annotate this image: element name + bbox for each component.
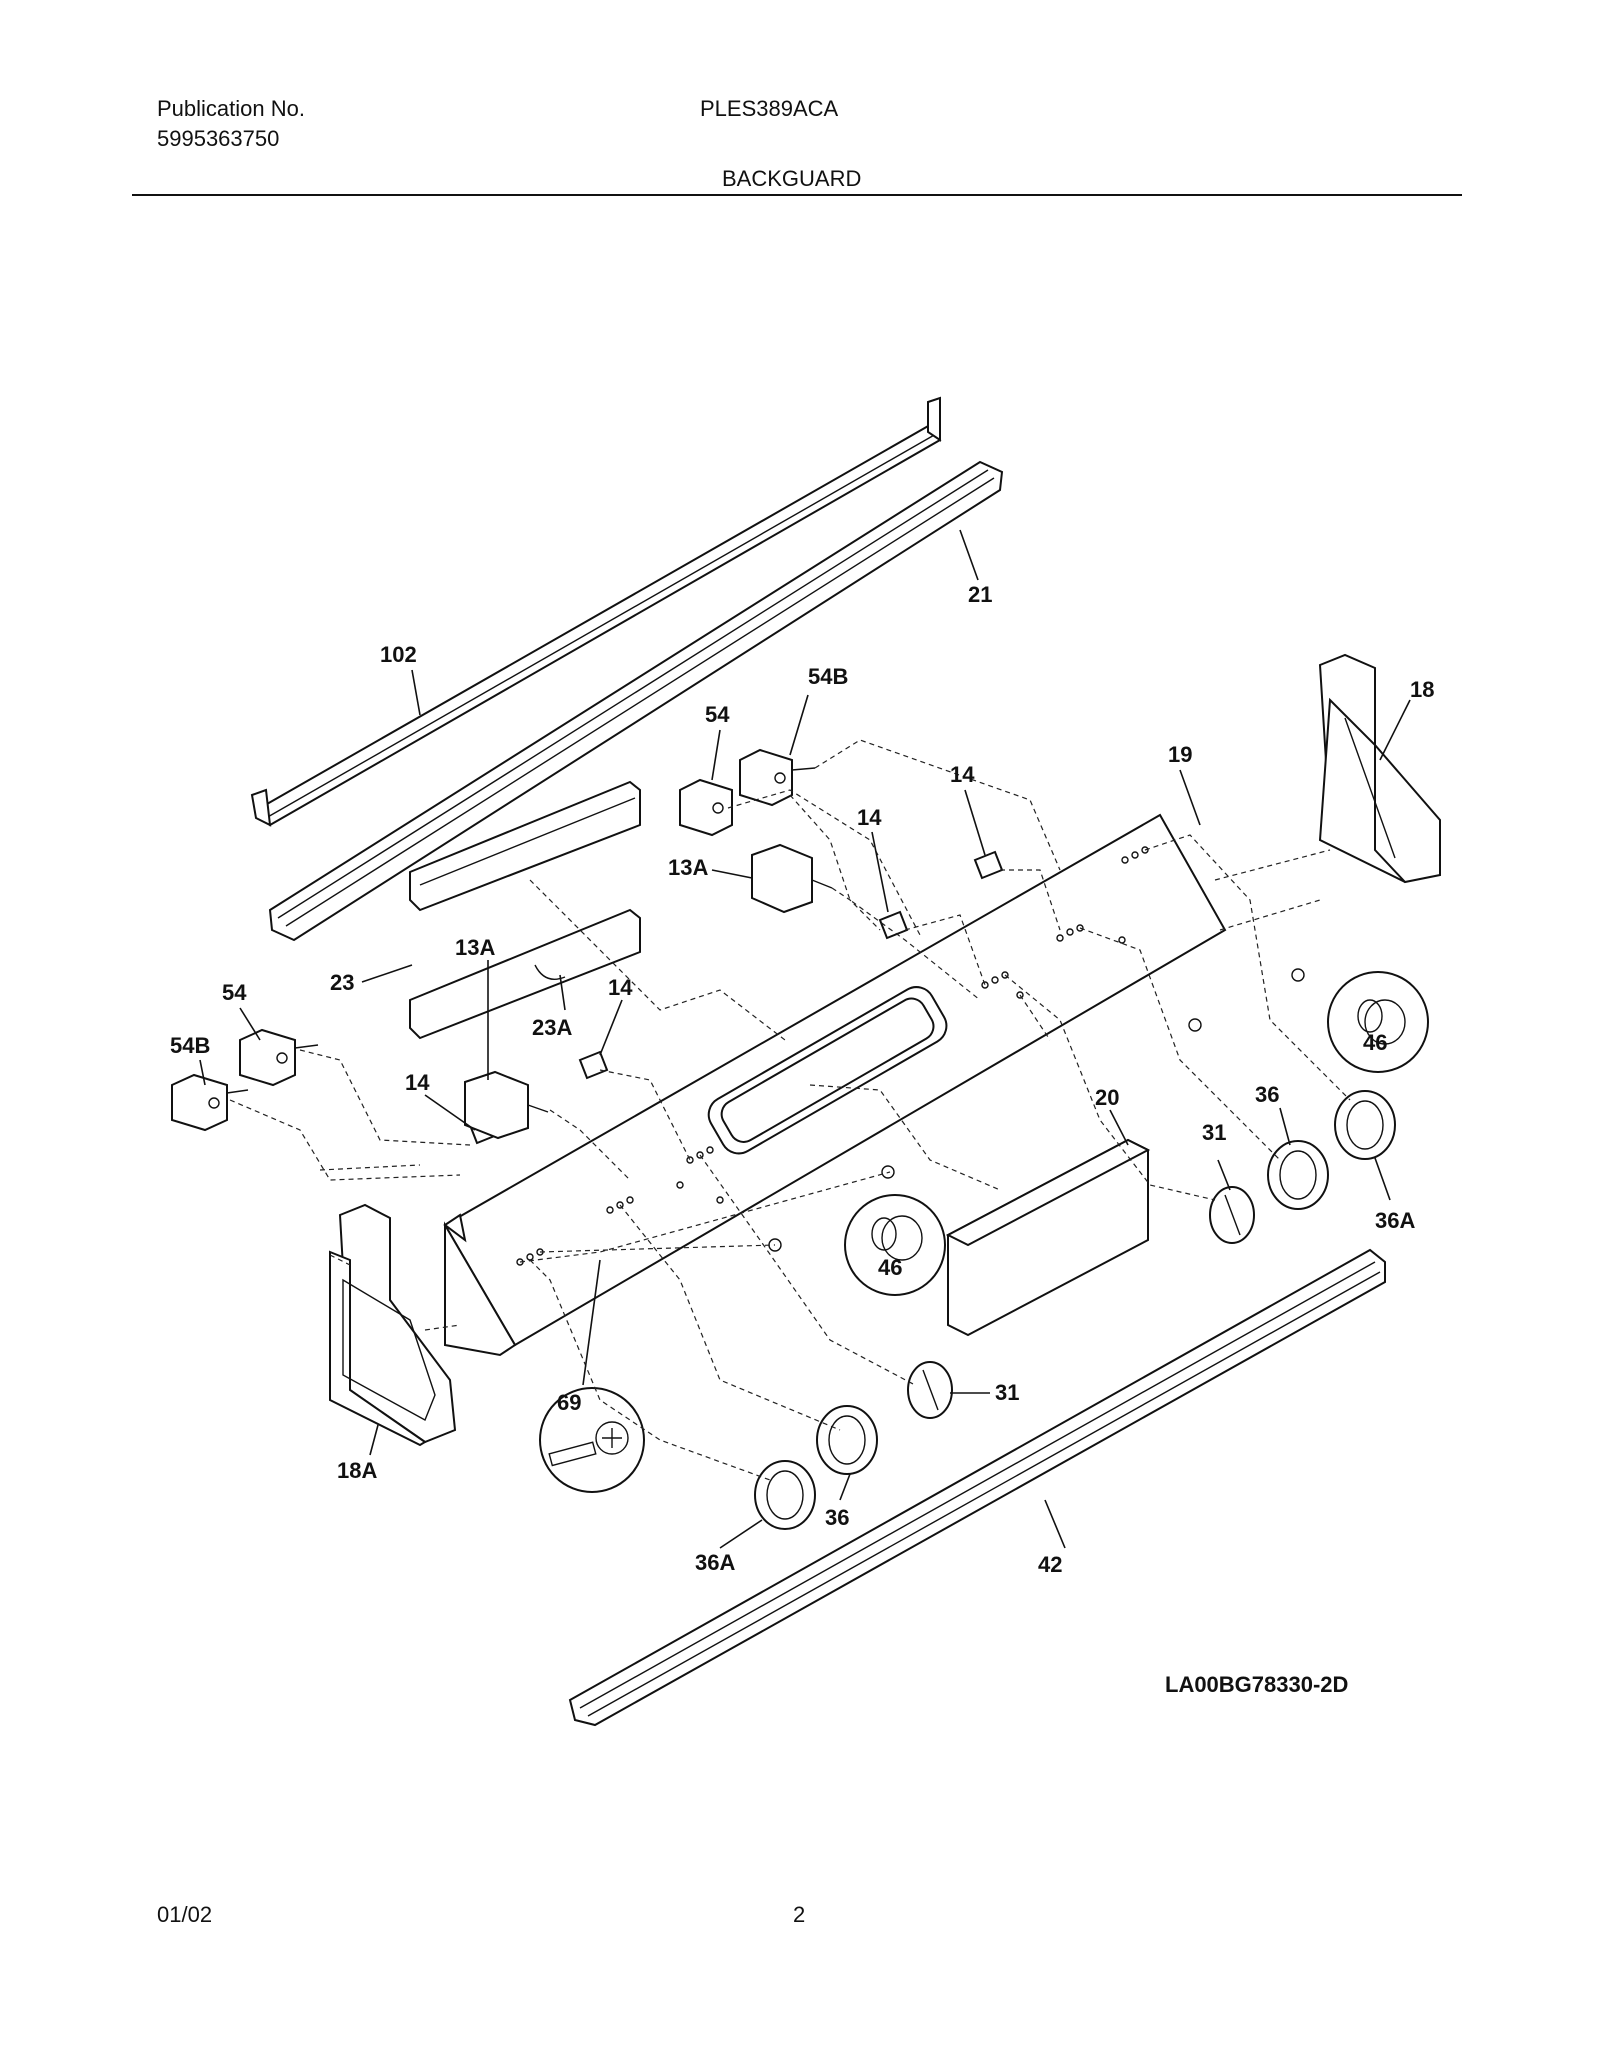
- callout-54-top: 54: [705, 702, 730, 727]
- callout-labels: 102 21 54B 54 18 19 14 14 13A 23 13A 54 …: [170, 582, 1434, 1697]
- callout-23: 23: [330, 970, 354, 995]
- callout-23A: 23A: [532, 1015, 572, 1040]
- indicator-light-46-center: [768, 1165, 946, 1296]
- callout-18: 18: [1410, 677, 1434, 702]
- backguard-panel-19: [443, 813, 1227, 1357]
- screw-69: [539, 1387, 645, 1493]
- callout-36A-right: 36A: [1375, 1208, 1415, 1233]
- knob-36-center: [816, 1405, 878, 1475]
- clip-14-a: [973, 850, 1004, 880]
- callout-19: 19: [1168, 742, 1192, 767]
- callout-102: 102: [380, 642, 417, 667]
- callout-46-right: 46: [1363, 1030, 1387, 1055]
- section-title: BACKGUARD: [722, 166, 862, 191]
- diagram-code: LA00BG78330-2D: [1165, 1672, 1348, 1697]
- callout-14-b: 14: [857, 805, 882, 830]
- callout-20: 20: [1095, 1085, 1119, 1110]
- callout-54-left: 54: [222, 980, 247, 1005]
- bottom-trim-42: [568, 1248, 1386, 1727]
- switch-54B-left: [171, 1073, 249, 1132]
- callout-21: 21: [968, 582, 992, 607]
- callout-31-center: 31: [995, 1380, 1019, 1405]
- callout-14-d: 14: [405, 1070, 430, 1095]
- knob-31-right: [1209, 1186, 1255, 1244]
- knob-36A-right: [1334, 1090, 1396, 1160]
- callout-54B-left: 54B: [170, 1033, 210, 1058]
- callout-36-center: 36: [825, 1505, 849, 1530]
- publication-label: Publication No.: [157, 96, 305, 121]
- publication-number: 5995363750: [157, 126, 280, 151]
- switch-54-left: [239, 1028, 319, 1087]
- callout-31-right: 31: [1202, 1120, 1226, 1145]
- switch-54B-top: [739, 748, 816, 807]
- callout-54B-top: 54B: [808, 664, 848, 689]
- clip-14-c: [578, 1050, 609, 1080]
- callout-13A-left: 13A: [455, 935, 495, 960]
- knob-36-right: [1267, 1140, 1329, 1210]
- callout-36-right: 36: [1255, 1082, 1279, 1107]
- knob-31-center: [907, 1361, 953, 1419]
- leader-lines: [199, 529, 1411, 1549]
- callout-46-center: 46: [878, 1255, 902, 1280]
- callout-36A-center: 36A: [695, 1550, 735, 1575]
- footer-date: 01/02: [157, 1902, 213, 1927]
- footer-page-number: 2: [793, 1902, 806, 1927]
- callout-13A-right: 13A: [668, 855, 708, 880]
- callout-18A: 18A: [337, 1458, 377, 1483]
- channel-21: [268, 460, 1004, 942]
- assembly-lines: [229, 739, 1351, 1481]
- callout-14-c: 14: [608, 975, 633, 1000]
- trim-strip-102: [250, 396, 942, 827]
- switch-13A-right: [751, 843, 833, 914]
- bracket-23A: [409, 908, 641, 1040]
- callout-42: 42: [1038, 1552, 1062, 1577]
- model-number: PLES389ACA: [700, 96, 839, 121]
- switch-13A-left: [464, 1070, 549, 1140]
- end-cap-18A: [329, 1203, 457, 1447]
- switch-54-top: [679, 778, 733, 837]
- indicator-light-46-right: [1188, 968, 1429, 1073]
- bracket-23: [409, 780, 641, 912]
- clock-timer-20: [945, 1138, 1151, 1337]
- callout-14-a: 14: [950, 762, 975, 787]
- callout-69: 69: [557, 1390, 581, 1415]
- end-cap-18: [1318, 653, 1441, 884]
- header-rule: [132, 194, 1462, 196]
- knob-36A-center: [754, 1460, 816, 1530]
